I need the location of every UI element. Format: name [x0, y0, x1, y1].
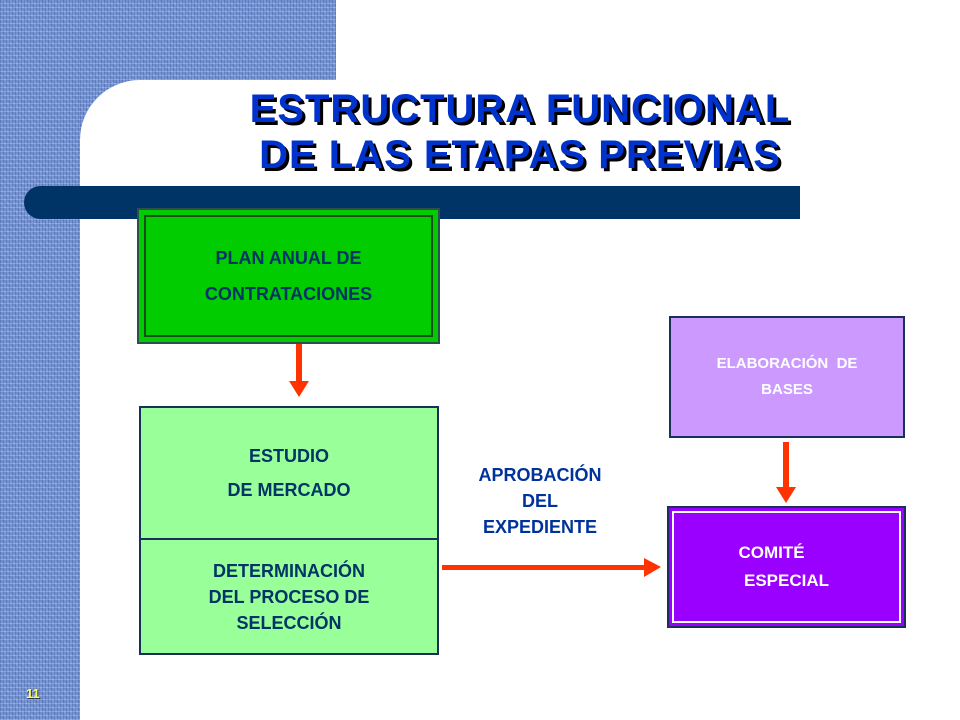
node-comite-especial: COMITÉ ESPECIAL — [667, 506, 906, 628]
node-estudio-mercado: ESTUDIO DE MERCADO — [139, 406, 439, 540]
node-plan-line2: CONTRATACIONES — [204, 284, 373, 304]
edge-label-line3: EXPEDIENTE — [482, 517, 598, 537]
page-number: 11 — [26, 686, 40, 701]
node-comite-line1: COMITÉ — [738, 543, 805, 562]
title-line-1: ESTRUCTURA FUNCIONAL — [249, 87, 791, 131]
edge-label-aprobacion: APROBACIÓN DEL EXPEDIENTE — [440, 462, 640, 540]
title-line-2: DE LAS ETAPAS PREVIAS — [259, 133, 781, 177]
node-plan-line1: PLAN ANUAL DE — [215, 248, 362, 268]
node-determinacion-line3: SELECCIÓN — [236, 612, 342, 633]
node-comite-line2: ESPECIAL — [743, 571, 830, 590]
node-determinacion-line2: DEL PROCESO DE — [208, 586, 370, 607]
slide-title: ESTRUCTURA FUNCIONAL DE LAS ETAPAS PREVI… — [150, 86, 890, 178]
arrow-determinacion-to-comite — [442, 558, 661, 577]
node-elaboracion-bases: ELABORACIÓN DE BASES — [669, 316, 905, 438]
node-estudio-line2: DE MERCADO — [227, 480, 351, 500]
node-determinacion-proceso: DETERMINACIÓN DEL PROCESO DE SELECCIÓN — [139, 538, 439, 655]
arrow-elaboracion-to-comite — [776, 442, 796, 503]
arrow-plan-to-estudio — [289, 344, 309, 397]
node-plan-anual: PLAN ANUAL DE CONTRATACIONES — [137, 208, 440, 344]
node-determinacion-line1: DETERMINACIÓN — [213, 560, 365, 581]
node-elaboracion-line1: ELABORACIÓN DE — [716, 355, 858, 372]
node-estudio-line1: ESTUDIO — [248, 446, 329, 466]
node-elaboracion-line2: BASES — [761, 381, 813, 398]
textured-backdrop-left — [0, 0, 80, 720]
edge-label-line1: APROBACIÓN — [478, 465, 602, 485]
edge-label-line2: DEL — [522, 491, 558, 511]
